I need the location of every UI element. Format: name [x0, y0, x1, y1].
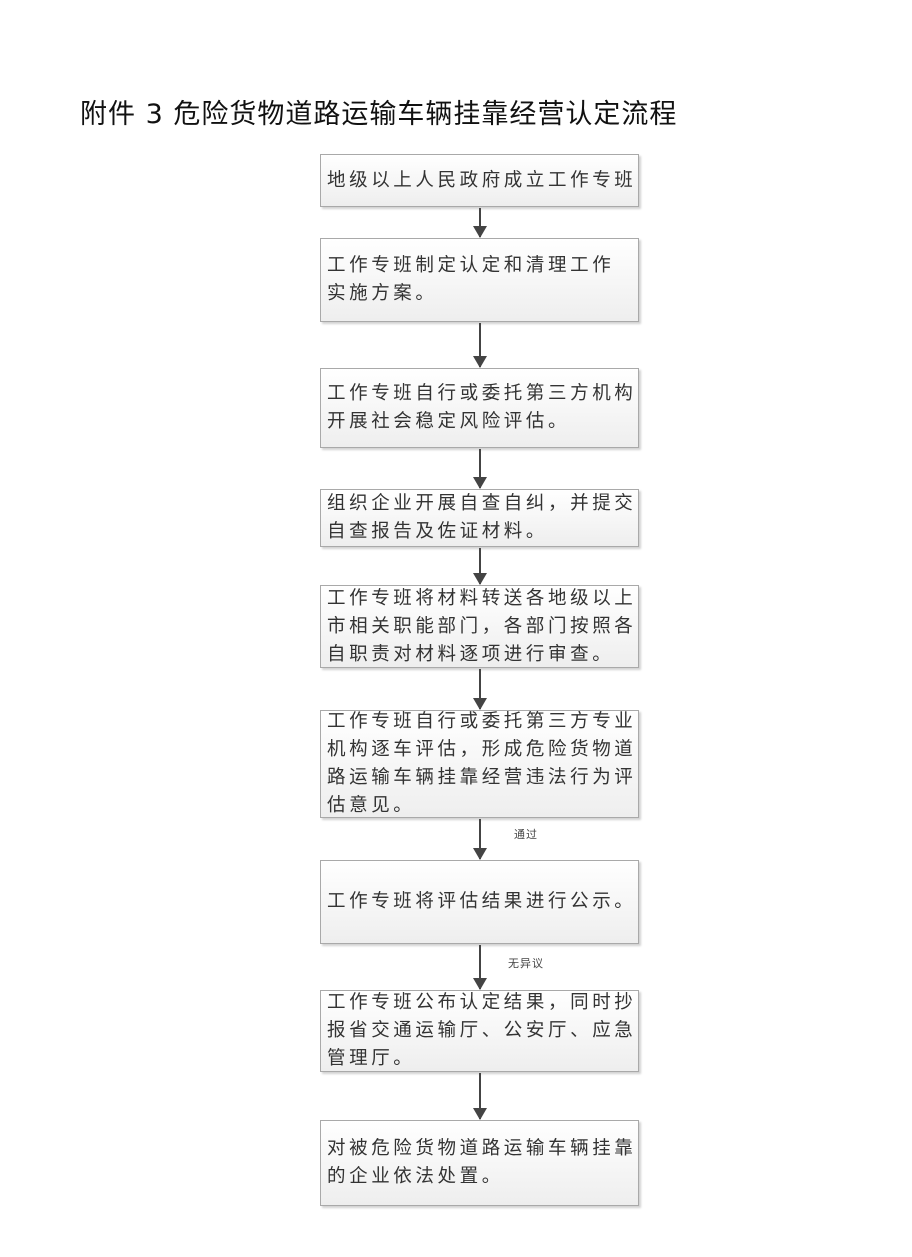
step-text-line: 路运输车辆挂靠经营违法行为评	[327, 767, 637, 788]
step-text-line: 自查报告及佐证材料。	[327, 521, 549, 542]
step-text-line: 估意见。	[327, 795, 416, 816]
step-text-line: 自职责对材料逐项进行审查。	[327, 643, 615, 665]
step-text-line: 工作专班将评估结果进行公示。	[327, 891, 637, 912]
step-text-line: 工作专班公布认定结果，同时抄	[327, 992, 637, 1013]
step-text-line: 工作专班制定认定和清理工作	[327, 255, 615, 276]
process-step-5: 工作专班将材料转送各地级以上市相关职能部门，各部门按照各自职责对材料逐项进行审查…	[320, 585, 639, 668]
arrow-down-icon	[473, 449, 487, 489]
edge-label-no-objection: 无异议	[508, 957, 544, 970]
arrow-down-icon	[473, 548, 487, 585]
step-text-line: 工作专班自行或委托第三方专业	[327, 711, 637, 732]
process-step-4: 组织企业开展自查自纠，并提交自查报告及佐证材料。	[320, 489, 639, 547]
arrow-down-icon	[473, 945, 487, 990]
step-text-line: 组织企业开展自查自纠，并提交	[327, 493, 637, 514]
process-step-7: 工作专班将评估结果进行公示。	[320, 860, 639, 944]
process-step-1: 地级以上人民政府成立工作专班	[320, 154, 639, 207]
arrow-down-icon	[473, 1073, 487, 1120]
process-step-3: 工作专班自行或委托第三方机构开展社会稳定风险评估。	[320, 368, 639, 448]
process-step-2: 工作专班制定认定和清理工作实施方案。	[320, 238, 639, 322]
edge-label-pass: 通过	[514, 828, 538, 841]
step-text-line: 报省交通运输厅、公安厅、应急	[327, 1020, 637, 1041]
arrow-down-icon	[473, 819, 487, 860]
process-step-8: 工作专班公布认定结果，同时抄报省交通运输厅、公安厅、应急管理厅。	[320, 990, 639, 1072]
step-text-line: 市相关职能部门，各部门按照各	[327, 615, 637, 637]
step-text-line: 开展社会稳定风险评估。	[327, 411, 571, 432]
step-text-line: 实施方案。	[327, 283, 438, 304]
step-text-line: 对被危险货物道路运输车辆挂靠	[327, 1138, 637, 1159]
arrow-down-icon	[473, 323, 487, 368]
step-text-line: 机构逐车评估，形成危险货物道	[327, 739, 637, 760]
step-text-line: 工作专班自行或委托第三方机构	[327, 383, 637, 404]
page-title: 附件 3 危险货物道路运输车辆挂靠经营认定流程	[80, 99, 678, 130]
arrow-down-icon	[473, 208, 487, 238]
step-text-line: 工作专班将材料转送各地级以上	[327, 587, 637, 609]
step-text-line: 地级以上人民政府成立工作专班	[327, 169, 637, 191]
step-text-line: 的企业依法处置。	[327, 1166, 504, 1187]
process-step-9: 对被危险货物道路运输车辆挂靠的企业依法处置。	[320, 1120, 639, 1206]
process-step-6: 工作专班自行或委托第三方专业机构逐车评估，形成危险货物道路运输车辆挂靠经营违法行…	[320, 710, 639, 818]
step-text-line: 管理厅。	[327, 1048, 416, 1069]
arrow-down-icon	[473, 669, 487, 710]
